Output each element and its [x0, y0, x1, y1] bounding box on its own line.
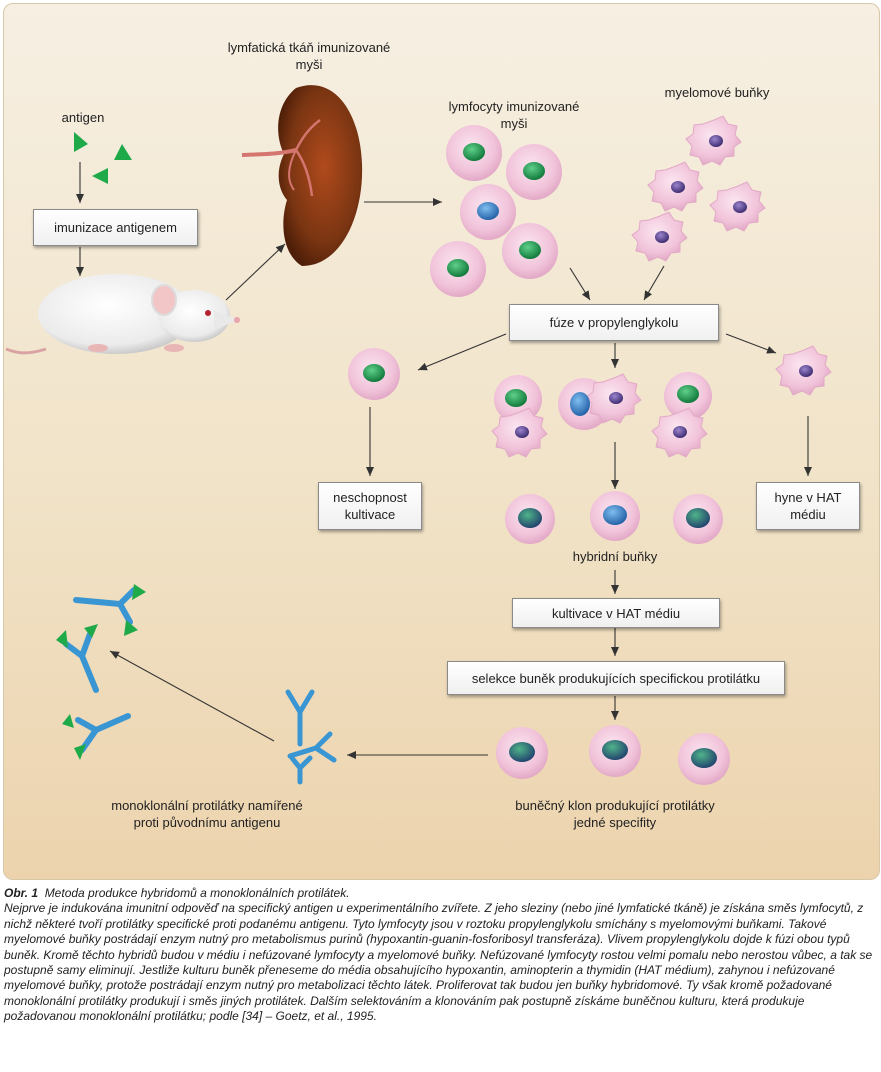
arrow-fusion-to-myeloma [725, 333, 777, 354]
die-in-hat-box: hyne v HAT médiu [756, 482, 860, 530]
hybrid-cell [590, 491, 640, 541]
lymphocytes-label: lymfocyty imunizované myši [448, 99, 580, 131]
myeloma-group [631, 115, 766, 262]
clone-cell [678, 733, 730, 785]
unfused-lymphocyte-cell [348, 348, 400, 400]
fused-cell [651, 372, 712, 458]
hybrid-cells-label: hybridní buňky [572, 549, 658, 564]
lymphocyte-group [430, 125, 562, 297]
figure-caption: Obr. 1 Metoda produkce hybridomů a monok… [4, 886, 876, 1025]
mouse-icon [5, 274, 240, 355]
antibody-antigen-complex-icon [56, 584, 146, 760]
hybridoma-diagram [5, 85, 832, 785]
caption-body: Nejprve je indukována imunitní odpověď n… [4, 901, 873, 1024]
fused-cell [491, 375, 548, 458]
lymphocyte-cell [430, 241, 486, 297]
myeloma-cell [709, 181, 766, 232]
myeloma-cell [685, 115, 742, 166]
unfused-myeloma-cell [775, 345, 832, 396]
spleen-icon [241, 85, 363, 266]
lymphocyte-cell [446, 125, 502, 181]
lymphocyte-cell [460, 184, 516, 240]
arrow-fusion-to-lymphocyte [417, 333, 507, 371]
arrow-myeloma-to-fusion [643, 265, 665, 301]
antibodies-label: monoklonální protilátky namířené proti p… [111, 798, 303, 830]
culture-hat-box: kultivace v HAT médiu [512, 598, 720, 628]
figure-panel: lymfatická tkáň imunizované myši antigen… [3, 3, 880, 880]
arrow-lymphocytes-to-fusion [569, 267, 591, 301]
fused-cell-group [491, 372, 712, 458]
clone-label: buněčný klon produkující protilátky jedn… [515, 798, 715, 830]
lymph-tissue-label: lymfatická tkáň imunizované myši [227, 40, 391, 72]
selection-box: selekce buněk produkujících specifickou … [447, 661, 785, 695]
arrow-antibody-to-final [109, 650, 275, 742]
no-culture-box: neschopnost kultivace [318, 482, 422, 530]
arrow-mouse-to-spleen [225, 243, 286, 301]
myeloma-cell [631, 211, 688, 262]
lymphocyte-cell [502, 223, 558, 279]
myeloma-label: myelomové buňky [664, 85, 770, 100]
clone-cell [589, 725, 641, 777]
hybrid-cell-group [505, 491, 723, 544]
immunization-box: imunizace antigenem [33, 209, 198, 246]
fusion-box: fúze v propylenglykolu [509, 304, 719, 341]
fused-cell [558, 373, 642, 430]
clone-cell-group [496, 725, 730, 785]
caption-subtitle: Metoda produkce hybridomů a monoklonální… [44, 886, 350, 900]
antigen-icon [74, 132, 132, 184]
hybrid-cell [505, 494, 555, 544]
clone-cell [496, 727, 548, 779]
myeloma-cell [647, 161, 704, 212]
flow-arrows [76, 162, 812, 759]
lymphocyte-cell [506, 144, 562, 200]
antibody-icon [285, 689, 337, 785]
antigen-label: antigen [61, 110, 105, 125]
caption-title: Obr. 1 [4, 886, 39, 900]
hybrid-cell [673, 494, 723, 544]
